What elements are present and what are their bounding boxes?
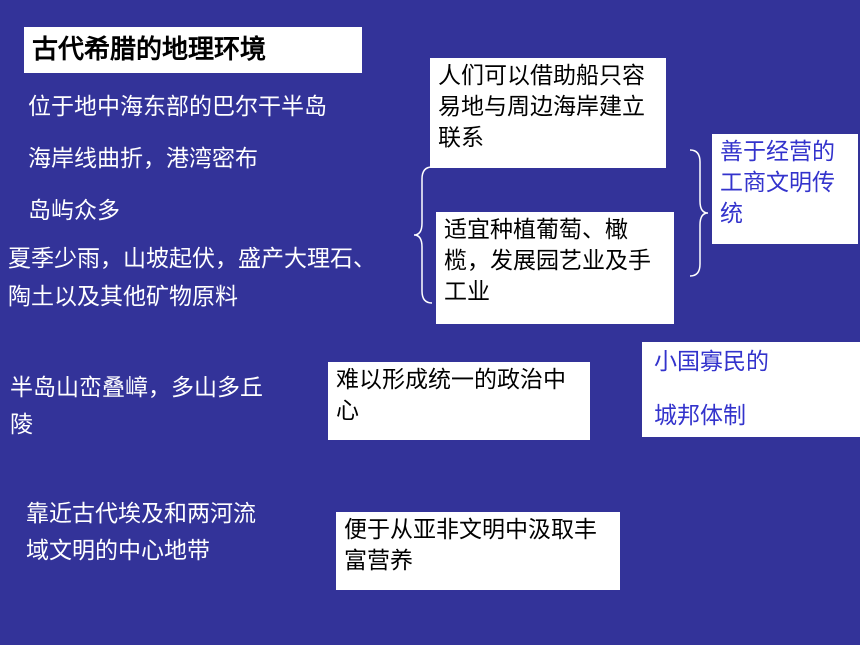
box-city-state: 小国寡民的 城邦体制	[642, 342, 860, 437]
slide-title: 古代希腊的地理环境	[24, 27, 362, 73]
city-state-line2: 城邦体制	[654, 403, 746, 429]
city-state-line1: 小国寡民的	[654, 349, 769, 375]
left-item-coastline: 海岸线曲折，港湾密布	[28, 146, 258, 172]
left-item-balkan: 位于地中海东部的巴尔干半岛	[28, 94, 327, 120]
right-brace	[689, 149, 709, 277]
box-ship-connections: 人们可以借助船只容易地与周边海岸建立联系	[430, 58, 666, 168]
box-political-center: 难以形成统一的政治中心	[328, 362, 590, 440]
left-item-mountains: 半岛山峦叠嶂，多山多丘陵	[10, 375, 263, 438]
box-commerce-tradition: 善于经营的工商文明传统	[712, 134, 858, 244]
left-brace	[413, 166, 433, 304]
left-item-climate: 夏季少雨，山坡起伏，盛产大理石、陶土以及其他矿物原料	[8, 246, 376, 310]
box-absorb-nutrition: 便于从亚非文明中汲取丰富营养	[336, 512, 620, 590]
left-item-near-civilizations: 靠近古代埃及和两河流域文明的中心地带	[26, 501, 256, 564]
box-grape-olive: 适宜种植葡萄、橄榄，发展园艺业及手工业	[436, 212, 674, 324]
left-item-islands: 岛屿众多	[28, 198, 120, 224]
